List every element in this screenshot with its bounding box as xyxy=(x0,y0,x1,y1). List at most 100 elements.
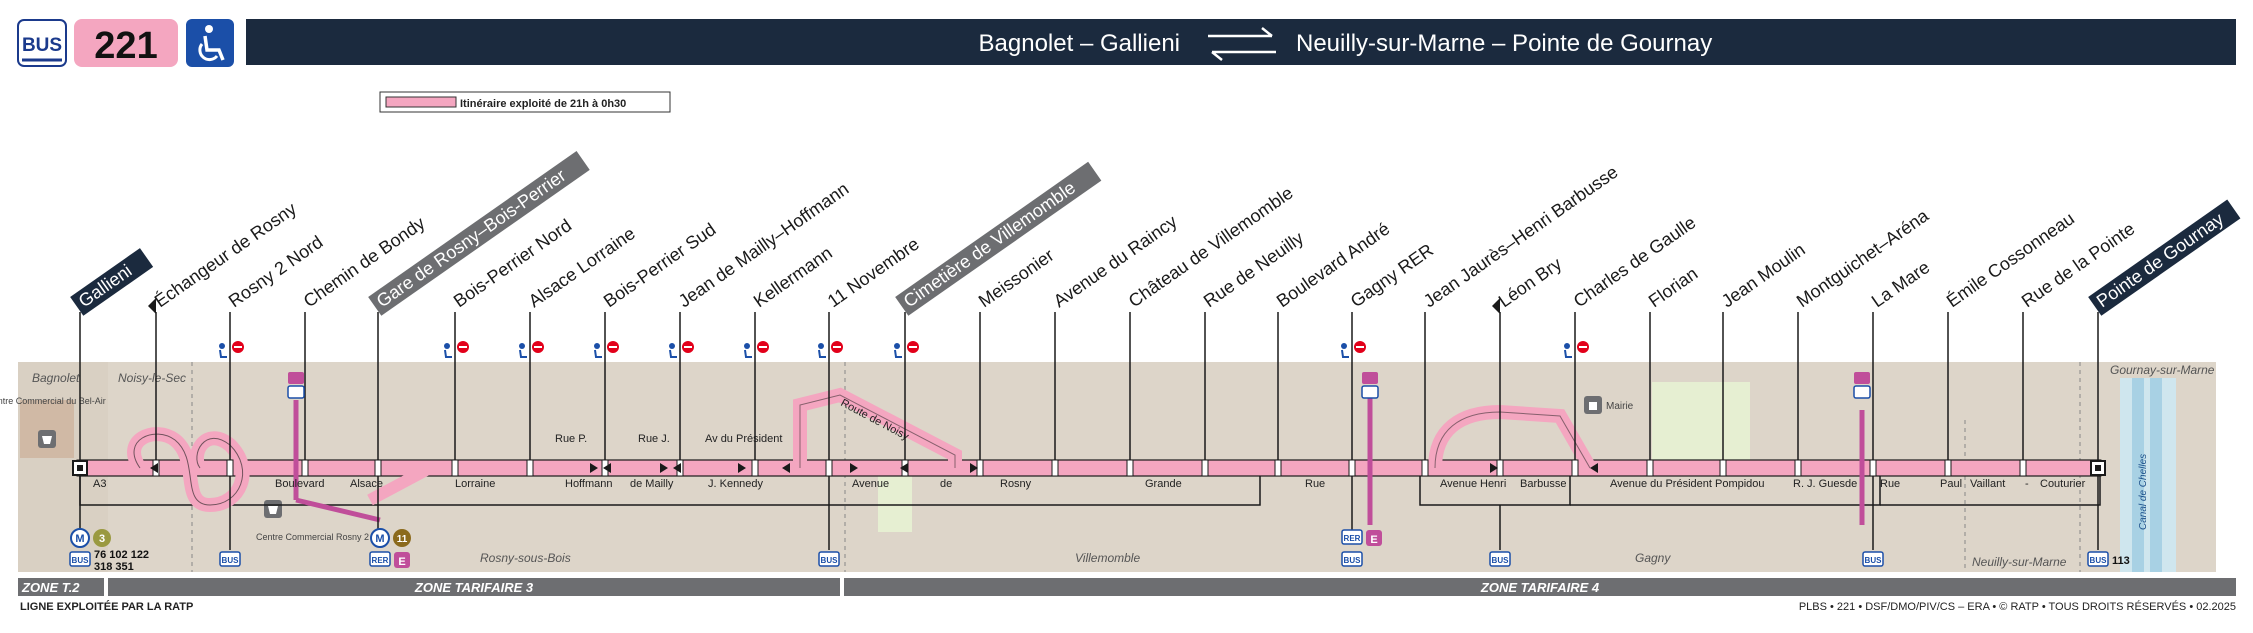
town-gournay-sur-marne: Gournay-sur-Marne xyxy=(2110,363,2215,377)
accessible-stop-icon xyxy=(519,341,544,358)
footer-operator: LIGNE EXPLOITÉE PAR LA RATP xyxy=(20,600,193,613)
rer-icon xyxy=(1341,529,1363,545)
street-alsace: Alsace xyxy=(350,478,383,490)
stop-marker xyxy=(1794,459,1802,477)
accessible-stop-icon xyxy=(744,341,769,358)
accessible-stop-icon xyxy=(818,341,843,358)
legend-label: Itinéraire exploité de 21h à 0h30 xyxy=(460,98,626,110)
rer-icon xyxy=(1853,385,1871,399)
stop-marker xyxy=(1051,459,1059,477)
direction-arrow-icon xyxy=(782,463,790,473)
stop-marker xyxy=(1719,459,1727,477)
zone-tarifaire-3: ZONE TARIFAIRE 3 xyxy=(414,580,534,595)
direction-arrow-icon xyxy=(970,463,978,473)
direction-arrow-icon xyxy=(1490,463,1498,473)
rosny-metro-11: 11 xyxy=(397,534,408,545)
rer-e-icon xyxy=(1362,372,1378,384)
shopping-icon xyxy=(38,430,56,448)
street-grande: Grande xyxy=(1145,478,1182,490)
stop-marker xyxy=(1126,459,1134,477)
accessible-stop-icon xyxy=(1341,341,1366,358)
stop-marker xyxy=(1421,459,1429,477)
rosny2-bus-label: BUS xyxy=(222,556,240,565)
stop-name: Léon Bry xyxy=(1495,254,1565,312)
rer-e-icon xyxy=(1366,530,1382,546)
street-rue-2: Rue xyxy=(1880,478,1900,490)
gournay-bus-line: 113 xyxy=(2112,555,2130,567)
street-avenue-president-pompidou: Avenue du Président Pompidou xyxy=(1610,478,1765,490)
direction-arrow-icon xyxy=(850,463,858,473)
stop-name-box xyxy=(2088,199,2241,316)
bus-icon xyxy=(1862,551,1884,567)
accessible-stop-icon xyxy=(669,341,694,358)
bidirectional-arrows-icon xyxy=(1208,27,1276,61)
stop-marker xyxy=(1646,459,1654,477)
zone-bar: ZONE T.2 ZONE TARIFAIRE 3 ZONE TARIFAIRE… xyxy=(18,578,2236,596)
rer-icon xyxy=(369,551,391,567)
town-gagny: Gagny xyxy=(1635,551,1671,565)
poi-mairie-label: Mairie xyxy=(1606,401,1634,412)
rer-e-icon xyxy=(1854,372,1870,384)
street-paul: Paul xyxy=(1940,478,1962,490)
bus-icon xyxy=(1489,551,1511,567)
shopping-icon xyxy=(264,500,282,518)
barbusse-connections: BUS xyxy=(1489,505,1511,567)
street-hoffmann: Hoffmann xyxy=(565,478,613,490)
footer-credits: PLBS • 221 • DSF/DMO/PIV/CS – ERA • © RA… xyxy=(1799,600,2236,613)
direction-arrow-icon xyxy=(150,463,158,473)
direction-arrow-icon xyxy=(900,463,908,473)
zone-t2: ZONE T.2 xyxy=(21,580,80,595)
stop-marker xyxy=(451,459,459,477)
town-hall-icon xyxy=(1584,396,1602,414)
street-boulevard: Boulevard xyxy=(275,478,325,490)
poi-bel-air-label: Centre Commercial du Bel-Air xyxy=(0,396,106,406)
town-noisy-le-sec: Noisy-le-Sec xyxy=(118,371,186,385)
stop-marker xyxy=(2019,459,2027,477)
rosny-metro-label: M xyxy=(375,533,384,545)
legend: Itinéraire exploité de 21h à 0h30 xyxy=(379,91,671,113)
metro-icon xyxy=(370,528,390,548)
street-lorraine: Lorraine xyxy=(455,478,495,490)
poi-bel-air: Centre Commercial du Bel-Air xyxy=(0,396,106,448)
terminus-a: Bagnolet – Gallieni xyxy=(979,30,1180,57)
barbusse-bus-label: BUS xyxy=(1492,556,1510,565)
bus-icon xyxy=(69,551,91,567)
direction-arrow-icon xyxy=(738,463,746,473)
gallieni-bus-lines-1: 76 102 122 xyxy=(94,549,149,561)
accessible-stop-icon xyxy=(1564,341,1589,358)
street-av-du-president: Av du Président xyxy=(705,433,782,445)
gallieni-bus-label: BUS xyxy=(72,556,90,565)
stop-name: Charles de Gaulle xyxy=(1570,212,1700,311)
stop-marker xyxy=(526,459,534,477)
street-barbusse: Barbusse xyxy=(1520,478,1566,490)
rer-e-icon xyxy=(288,372,304,384)
direction-arrow-icon xyxy=(590,463,598,473)
town-neuilly-sur-marne: Neuilly-sur-Marne xyxy=(1972,555,2067,569)
town-bagnolet: Bagnolet xyxy=(32,371,80,385)
street-de: de xyxy=(940,478,952,490)
stop-name: Gallieni xyxy=(75,260,136,311)
stop-marker xyxy=(1274,459,1282,477)
stop-name-box xyxy=(368,151,590,316)
stop-name: La Mare xyxy=(1868,257,1934,311)
bus-icon xyxy=(2087,551,2109,567)
wheelchair-icon xyxy=(186,19,234,67)
gagny-rer-label: RER xyxy=(1344,534,1361,543)
terminus-dot xyxy=(77,465,83,471)
accessible-stop-icon xyxy=(444,341,469,358)
bus-mode-label: BUS xyxy=(22,35,62,56)
poi-mairie: Mairie xyxy=(1584,396,1634,414)
gournay-bus-label: BUS xyxy=(2090,556,2108,565)
street-a3: A3 xyxy=(93,478,106,490)
stop-marker xyxy=(1348,459,1356,477)
stop-marker xyxy=(1869,459,1877,477)
street-henri: Henri xyxy=(1480,478,1506,490)
street-couturier: Couturier xyxy=(2040,478,2086,490)
direction-arrow-icon xyxy=(1590,463,1598,473)
accessible-stop-icon xyxy=(594,341,619,358)
rer-e-icon xyxy=(394,552,410,568)
street-rj-guesde: R. J. Guesde xyxy=(1793,478,1857,490)
street-de-mailly: de Mailly xyxy=(630,478,674,490)
